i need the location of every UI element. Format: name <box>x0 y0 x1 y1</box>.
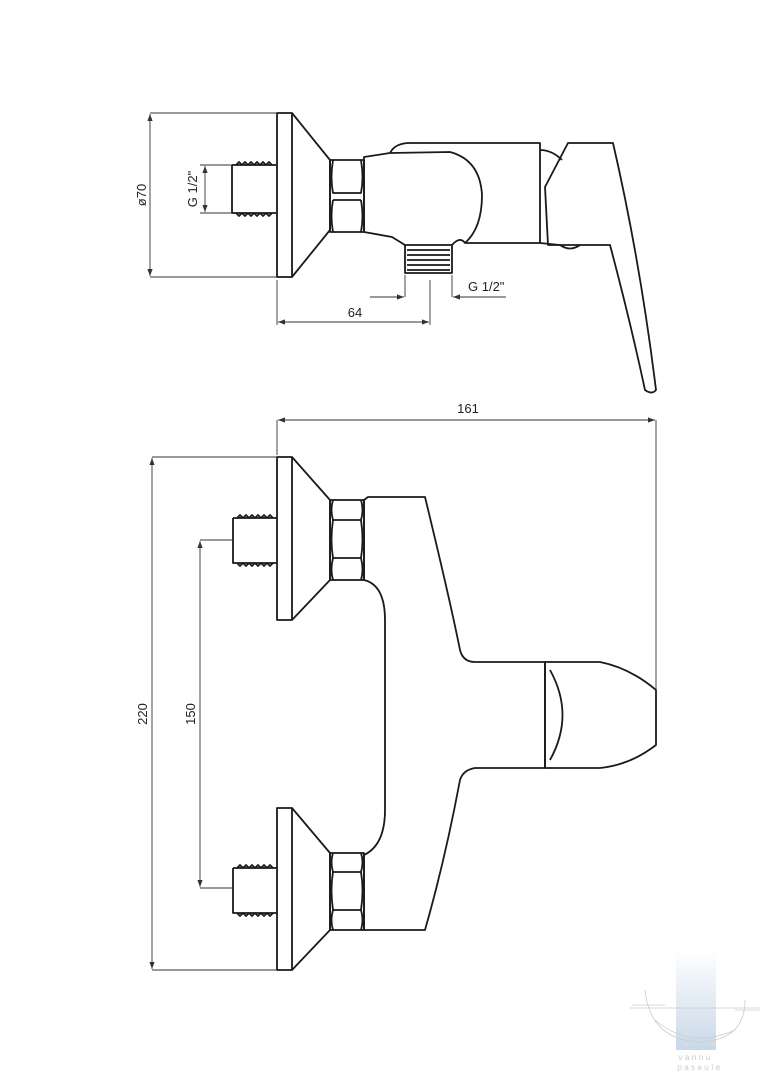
watermark-line2: pasaule <box>677 1063 722 1072</box>
height-label: 220 <box>135 703 150 725</box>
lever-handle-front <box>544 661 657 769</box>
wall-cone <box>291 112 331 278</box>
lower-wall-plate <box>276 807 293 971</box>
lower-cone <box>291 807 331 971</box>
outlet-offset-label: 64 <box>348 305 362 320</box>
lower-inlet-thread <box>232 864 277 917</box>
watermark-line1: vannu <box>678 1053 713 1062</box>
depth-label: 161 <box>457 401 479 416</box>
front-view: 161 220 150 <box>135 401 657 971</box>
hex-nut <box>329 159 365 233</box>
height-extension-lines <box>152 456 277 971</box>
spacing-label: 150 <box>183 703 198 725</box>
side-view: ø70 G 1/2" G 1/2" 64 <box>134 112 657 394</box>
handle-contour <box>549 669 564 761</box>
upper-cone <box>291 456 331 621</box>
outlet-thread-label: G 1/2" <box>468 279 505 294</box>
outlet-extension-lines <box>276 275 453 325</box>
watermark-logo: vannu pasaule <box>630 950 760 1072</box>
upper-hex-nut <box>329 499 365 581</box>
wall-plate <box>276 112 293 278</box>
mixer-body-front <box>363 496 546 931</box>
upper-wall-plate <box>276 456 293 621</box>
diameter-label: ø70 <box>134 184 149 206</box>
outlet-thread <box>404 245 453 274</box>
extension-lines <box>150 112 277 278</box>
upper-inlet-thread <box>232 514 277 567</box>
inlet-thread <box>231 161 277 217</box>
inlet-thread-label: G 1/2" <box>185 170 200 207</box>
body-contour <box>389 151 483 244</box>
lower-hex-nut <box>329 852 365 931</box>
mixer-body-side <box>363 142 541 246</box>
depth-extension-lines <box>276 420 657 690</box>
inlet-extension-lines <box>200 164 232 214</box>
lever-handle-side <box>544 142 657 394</box>
